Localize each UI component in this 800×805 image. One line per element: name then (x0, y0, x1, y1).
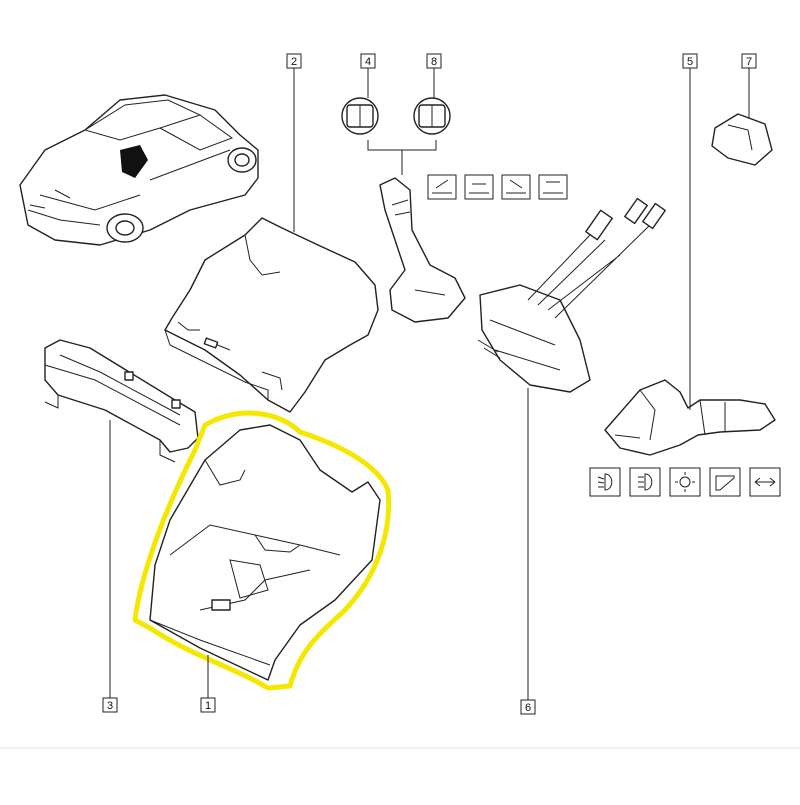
horn-icon (709, 467, 741, 497)
callout-3: 3 (102, 697, 118, 713)
wiper-fast-icon (538, 174, 568, 200)
part-lower-shroud (132, 410, 392, 691)
leader-lines (109, 68, 750, 700)
wiper-slow-icon (501, 174, 531, 200)
callout-1: 1 (200, 697, 216, 713)
callout-3-label: 3 (107, 700, 113, 712)
callout-4-label: 4 (365, 56, 371, 68)
part-trim-bracket (44, 339, 199, 463)
callout-7: 7 (741, 53, 757, 69)
wiper-intermittent-icon (464, 174, 494, 200)
callout-5-label: 5 (687, 56, 693, 68)
callout-5: 5 (682, 53, 698, 69)
callout-7-label: 7 (746, 56, 752, 68)
callout-2-label: 2 (291, 56, 297, 68)
part-upper-shroud (164, 217, 379, 413)
highlight-outline (132, 410, 392, 691)
callout-4: 4 (360, 53, 376, 69)
wiper-mode-icons (427, 174, 568, 200)
wiper-off-icon (427, 174, 457, 200)
callout-6-label: 6 (525, 702, 531, 714)
callout-8: 8 (426, 53, 442, 69)
part-horn-switch (711, 113, 773, 166)
vehicle-silhouette (19, 94, 259, 246)
switch-base-assembly (477, 197, 666, 393)
parking-light-icon (669, 467, 701, 497)
high-beam-icon (629, 467, 661, 497)
switch-caps-group (341, 97, 451, 175)
low-beam-icon (589, 467, 621, 497)
part-light-stalk (604, 379, 776, 456)
wiper-stalk (379, 177, 466, 323)
light-mode-icons (589, 467, 781, 497)
callout-1-label: 1 (205, 700, 211, 712)
callout-6: 6 (520, 699, 536, 715)
callout-8-label: 8 (431, 56, 437, 68)
turn-signal-icon (749, 467, 781, 497)
callout-2: 2 (286, 53, 302, 69)
